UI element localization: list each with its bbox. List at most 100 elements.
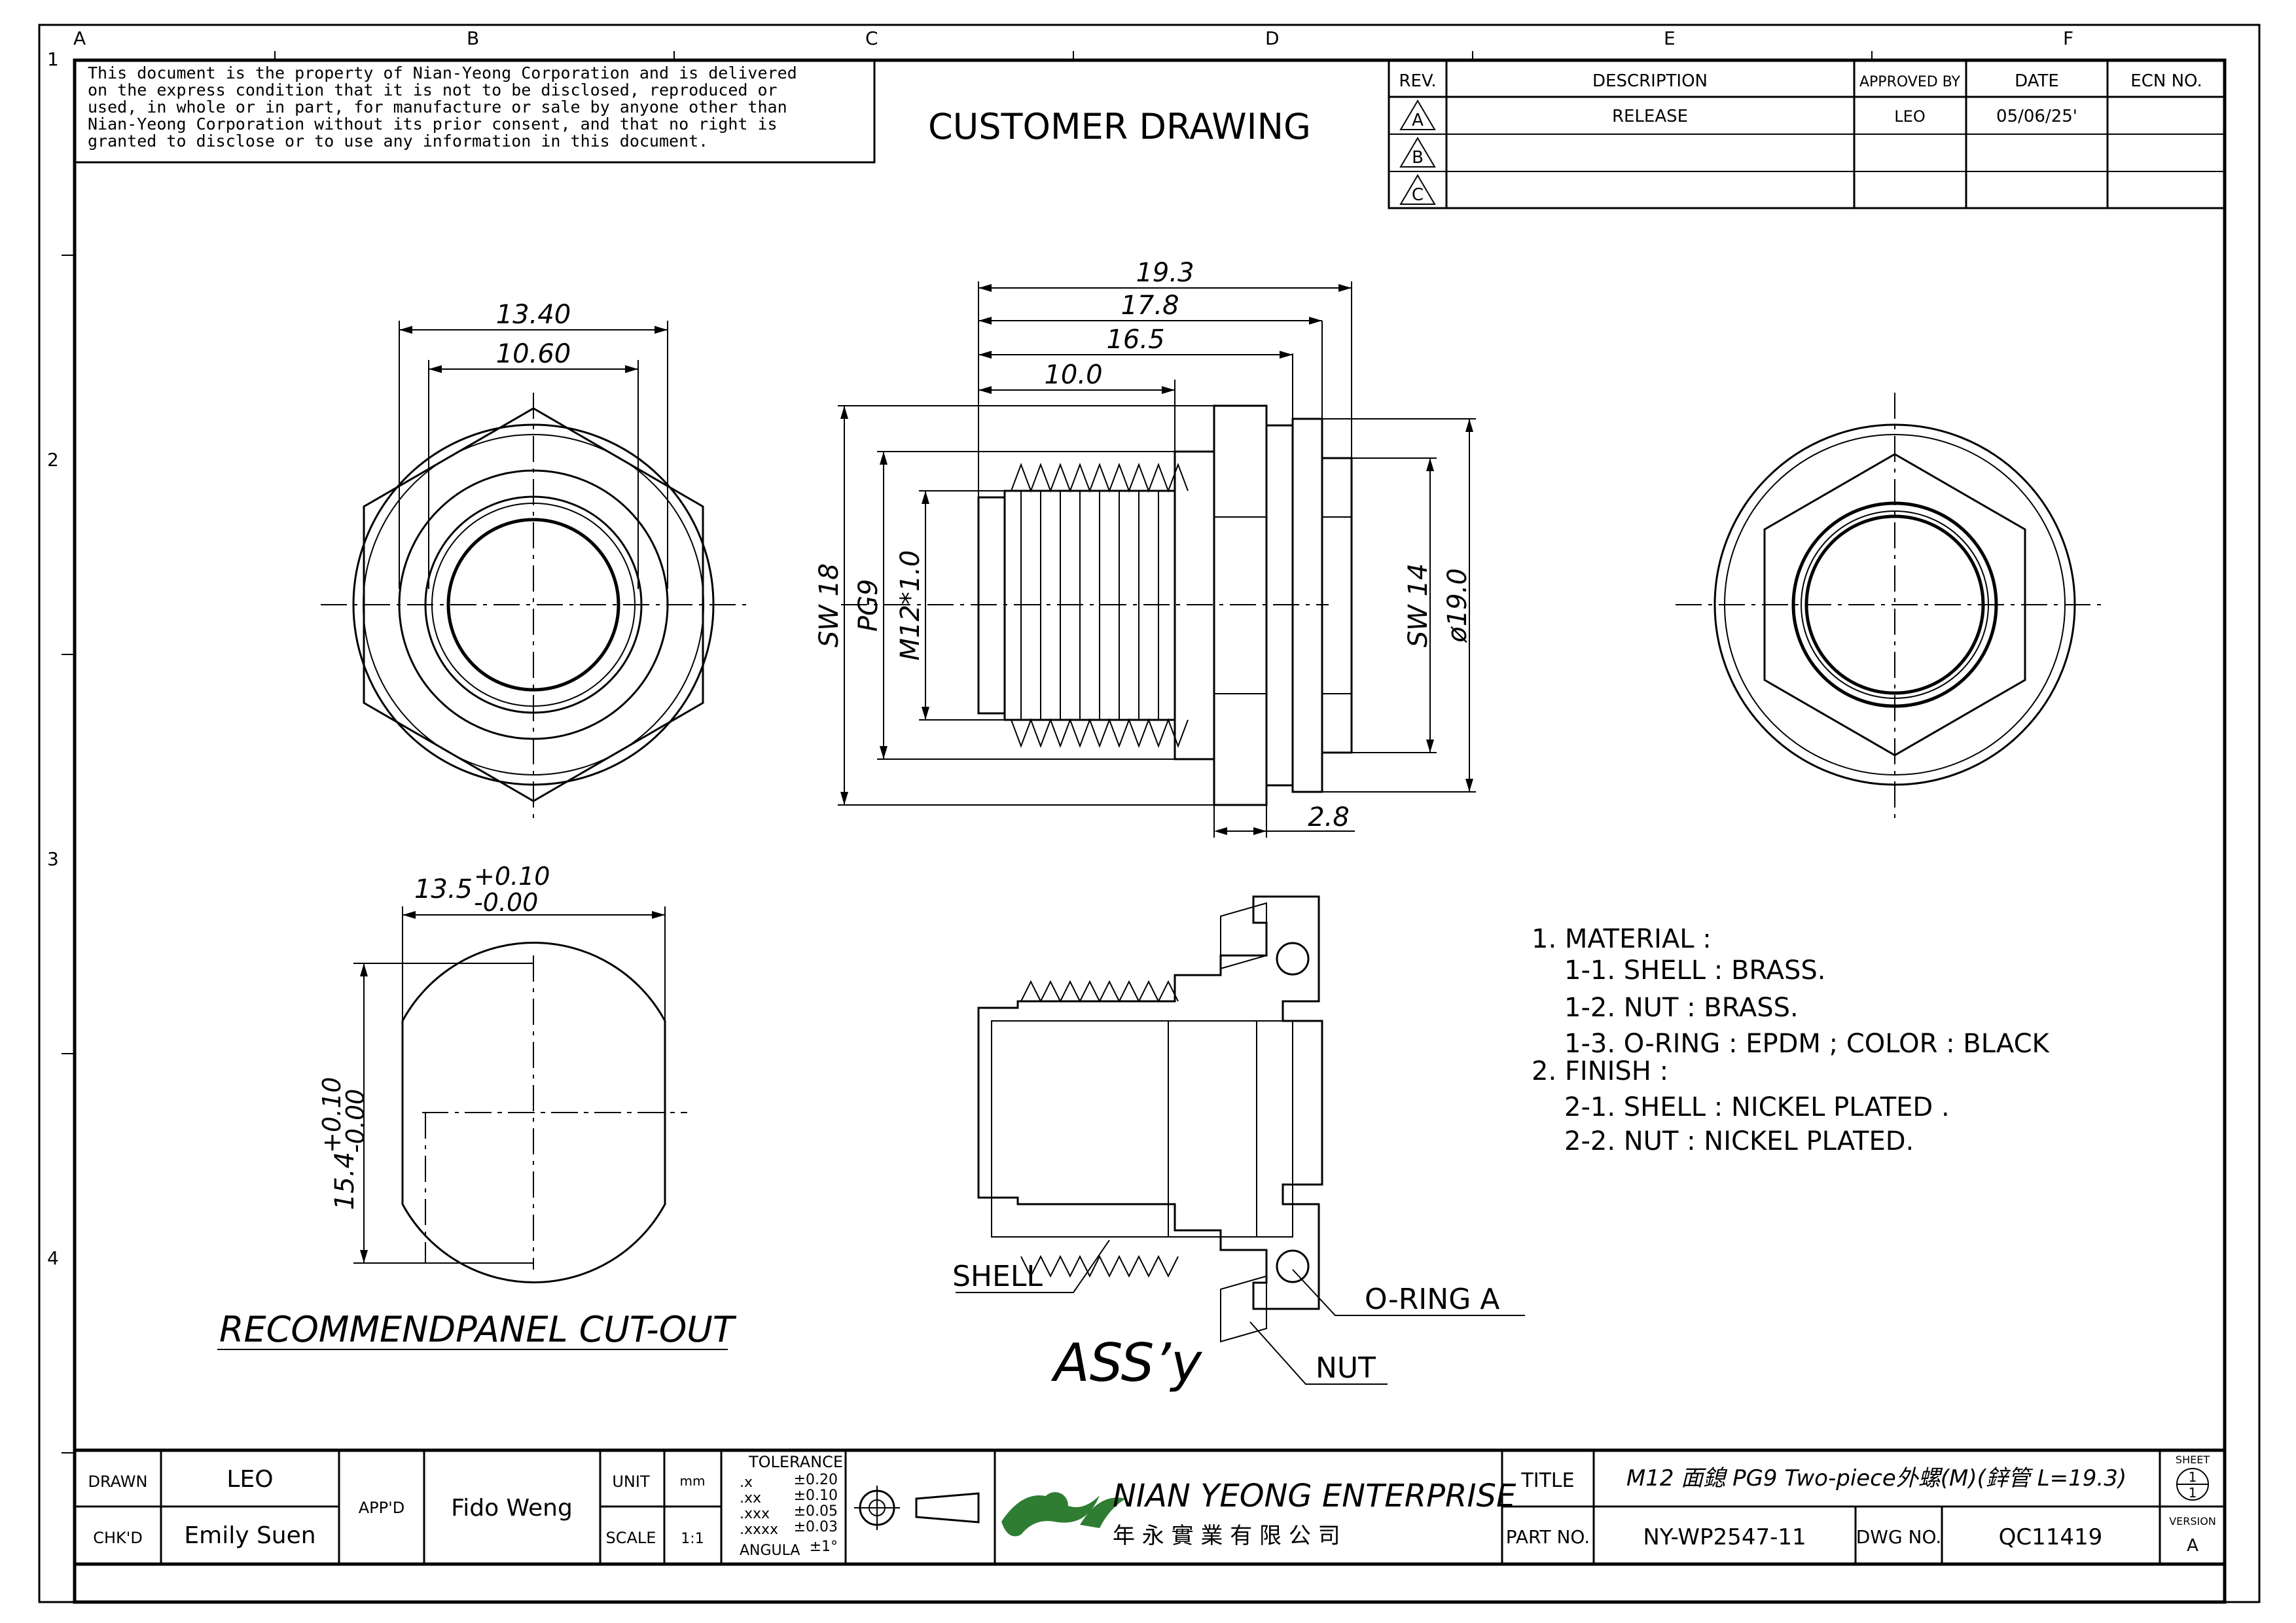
tb-sheet-label: SHEET	[2176, 1454, 2210, 1466]
grid-col-e: E	[1664, 27, 1676, 49]
title-block: DRAWN LEO CHK'D Emily Suen APP'D Fido We…	[73, 1448, 2227, 1566]
side-dim-sw18: SW 18	[814, 563, 844, 648]
assembly-section: SHELL O-RING A NUT ASS’y	[952, 895, 1525, 1393]
rev-header-date: DATE	[2015, 71, 2059, 91]
side-dim-pg9: PG9	[853, 579, 884, 632]
tb-unit-label: UNIT	[612, 1472, 650, 1491]
tb-title-value: M12 面鎴 PG9 Two-piece外螺(M)(鋅管 L=19.3)	[1626, 1465, 2126, 1491]
rev-header-rev: REV.	[1399, 71, 1436, 91]
rev-a-approved: LEO	[1894, 107, 1925, 126]
note-2-2: 2-2. NUT : NICKEL PLATED.	[1564, 1126, 1914, 1156]
assembly-label: ASS’y	[1050, 1332, 1203, 1393]
tb-part-label: PART NO.	[1506, 1526, 1590, 1548]
side-dim-sw14: SW 14	[1403, 563, 1433, 648]
grid-row-2: 2	[47, 449, 59, 471]
cutout-dim-width: 13.5	[414, 874, 473, 904]
rev-triangle-a	[1399, 99, 1436, 130]
grid-col-c: C	[865, 27, 878, 49]
tb-tol-k4: ANGULA	[740, 1543, 800, 1559]
notice-line-5: granted to disclose or to use any inform…	[88, 132, 708, 151]
grid-row-labels: 1 2 3 4	[47, 48, 59, 1269]
notice-line-4: Nian-Yeong Corporation without its prior…	[88, 115, 778, 134]
cutout-dim-height-tol-plus: +0.10	[317, 1077, 346, 1153]
tb-tol-k1: .xx	[740, 1490, 761, 1507]
tb-appd-value: Fido Weng	[451, 1495, 573, 1522]
rev-header-ecn: ECN NO.	[2130, 71, 2202, 91]
tb-tol-k3: .xxxx	[740, 1522, 778, 1538]
tb-version-label: VERSION	[2169, 1515, 2216, 1527]
front-view: 13.40 10.60	[321, 300, 746, 818]
drawing-type-title: CUSTOMER DRAWING	[928, 106, 1311, 147]
note-1-1: 1-1. SHELL : BRASS.	[1564, 955, 1825, 986]
tb-drawn-label: DRAWN	[88, 1472, 148, 1491]
inner-frame	[73, 58, 2227, 1604]
grid-row-4: 4	[47, 1247, 59, 1269]
rev-header-approved: APPROVED BY	[1859, 74, 1961, 90]
tb-tol-v0: ±0.20	[794, 1472, 838, 1488]
rev-triangle-c	[1399, 174, 1436, 205]
side-dim-17-8: 17.8	[1121, 291, 1179, 321]
tb-version-value: A	[2187, 1536, 2198, 1556]
revision-table: REV. DESCRIPTION APPROVED BY DATE ECN NO…	[1388, 59, 2226, 209]
tb-tol-v3: ±0.03	[794, 1519, 838, 1535]
tb-unit-value: mm	[680, 1473, 706, 1489]
front-dim-inner: 10.60	[496, 339, 571, 369]
tb-title-label: TITLE	[1520, 1469, 1574, 1492]
grid-row-1: 1	[47, 48, 59, 70]
tb-tol-v4: ±1°	[810, 1539, 838, 1555]
company-name: NIAN YEONG ENTERPRISE	[1113, 1478, 1516, 1514]
notice-line-3: used, in whole or in part, for manufactu…	[88, 98, 787, 116]
rev-a-date: 05/06/25'	[1996, 107, 2077, 126]
note-1-2: 1-2. NUT : BRASS.	[1564, 993, 1799, 1023]
projection-symbol-icon	[854, 1486, 980, 1530]
callout-oring: O-RING A	[1365, 1283, 1499, 1316]
side-view: 19.3 17.8 16.5 10.0 SW 18 PG9 M12*1.0	[814, 258, 1476, 838]
side-dim-16-5: 16.5	[1106, 325, 1164, 355]
grid-col-f: F	[2063, 27, 2073, 49]
tb-scale-label: SCALE	[606, 1529, 656, 1547]
front-dim-outer: 13.40	[496, 300, 571, 330]
tb-chkd-label: CHK'D	[93, 1529, 143, 1547]
side-dim-2-8: 2.8	[1308, 802, 1350, 832]
callout-shell: SHELL	[952, 1260, 1043, 1293]
note-2-1: 2-1. SHELL : NICKEL PLATED .	[1564, 1092, 1950, 1122]
rev-header-description: DESCRIPTION	[1592, 71, 1708, 91]
cutout-dim-width-tol-minus: -0.00	[474, 888, 538, 917]
rev-c-label: C	[1412, 185, 1424, 205]
rear-view	[1676, 393, 2108, 818]
tb-dwg-label: DWG NO.	[1856, 1526, 1942, 1548]
grid-col-a: A	[73, 27, 86, 49]
rev-b-label: B	[1412, 148, 1424, 168]
tb-sheet-top: 1	[2189, 1469, 2197, 1485]
side-dim-dia19: ø19.0	[1443, 568, 1473, 643]
cutout-dim-height-tol-minus: -0.00	[341, 1089, 370, 1153]
rev-triangle-b	[1399, 137, 1436, 168]
rev-a-label: A	[1412, 111, 1424, 130]
company-logo-icon	[1001, 1492, 1126, 1537]
tb-tol-k0: .x	[740, 1474, 753, 1491]
grid-column-labels: A B C D E F	[73, 27, 2073, 49]
grid-ticks	[62, 51, 1873, 1454]
tb-tol-v1: ±0.10	[794, 1488, 838, 1504]
side-dim-10-0: 10.0	[1044, 360, 1102, 390]
side-dim-thread: M12*1.0	[895, 550, 925, 660]
note-1: 1. MATERIAL :	[1532, 924, 1712, 954]
grid-col-d: D	[1265, 27, 1280, 49]
cutout-dim-width-tol-plus: +0.10	[474, 862, 550, 891]
grid-row-3: 3	[47, 848, 59, 870]
callout-nut: NUT	[1316, 1351, 1376, 1385]
tb-tol-v2: ±0.05	[794, 1503, 838, 1520]
notes: 1. MATERIAL : 1-1. SHELL : BRASS. 1-2. N…	[1532, 924, 2051, 1156]
tb-drawn-value: LEO	[226, 1466, 273, 1493]
tb-part-value: NY-WP2547-11	[1643, 1524, 1806, 1550]
cutout-outline	[401, 942, 666, 1283]
tb-sheet-bottom: 1	[2189, 1485, 2197, 1501]
side-dim-total: 19.3	[1136, 258, 1194, 288]
company-name-chinese: 年 永 實 業 有 限 公 司	[1113, 1523, 1340, 1549]
tb-appd-label: APP'D	[359, 1499, 404, 1517]
tb-tol-k2: .xxx	[740, 1506, 770, 1522]
grid-col-b: B	[467, 27, 479, 49]
cutout-dim-height: 15.4	[330, 1152, 360, 1210]
rev-a-description: RELEASE	[1612, 107, 1688, 126]
